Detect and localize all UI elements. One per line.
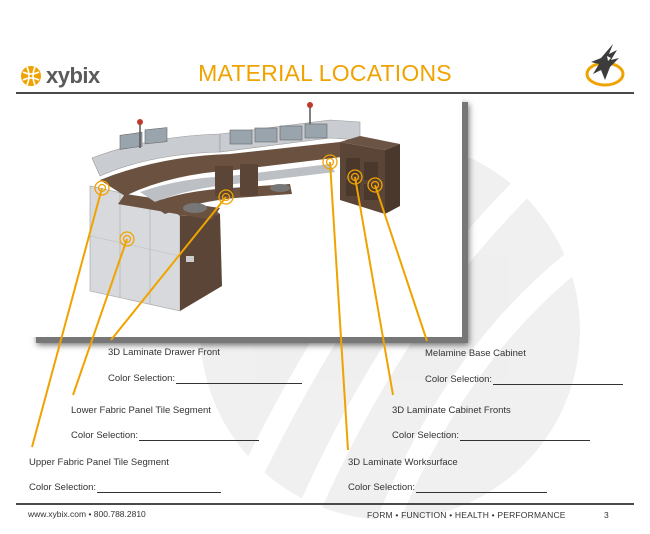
callout-worksurface-selection[interactable]: Color Selection: bbox=[348, 482, 548, 493]
callout-cabinet-fronts-label: 3D Laminate Cabinet Fronts bbox=[392, 405, 511, 416]
color-selection-blank[interactable] bbox=[139, 430, 260, 441]
color-selection-label: Color Selection: bbox=[348, 482, 416, 493]
logo-wordmark: xybix bbox=[46, 63, 100, 88]
footer-tagline: FORM • FUNCTION • HEALTH • PERFORMANCE bbox=[367, 510, 566, 520]
xybix-ball-icon bbox=[21, 66, 41, 86]
callout-drawer-front-selection[interactable]: Color Selection: bbox=[108, 373, 303, 384]
callout-lower-fabric-label: Lower Fabric Panel Tile Segment bbox=[71, 405, 211, 416]
console-illustration bbox=[89, 102, 400, 312]
page-title: MATERIAL LOCATIONS bbox=[198, 60, 452, 86]
callout-lower-fabric-selection[interactable]: Color Selection: bbox=[71, 430, 260, 441]
color-selection-blank[interactable] bbox=[493, 374, 624, 385]
callout-upper-fabric-label: Upper Fabric Panel Tile Segment bbox=[29, 457, 169, 468]
callout-melamine-cabinet-label: Melamine Base Cabinet bbox=[425, 348, 526, 359]
color-selection-label: Color Selection: bbox=[392, 430, 460, 441]
eagle-emblem-icon bbox=[585, 44, 625, 87]
footer-rule bbox=[16, 503, 634, 505]
callout-drawer-front-label: 3D Laminate Drawer Front bbox=[108, 347, 220, 358]
color-selection-blank[interactable] bbox=[416, 482, 548, 493]
color-selection-blank[interactable] bbox=[97, 482, 222, 493]
header-rule bbox=[16, 92, 634, 94]
color-selection-blank[interactable] bbox=[460, 430, 591, 441]
callout-melamine-cabinet-selection[interactable]: Color Selection: bbox=[425, 374, 624, 385]
color-selection-label: Color Selection: bbox=[29, 482, 97, 493]
page-number: 3 bbox=[604, 510, 609, 520]
color-selection-label: Color Selection: bbox=[71, 430, 139, 441]
color-selection-label: Color Selection: bbox=[108, 373, 176, 384]
footer-contact[interactable]: www.xybix.com • 800.788.2810 bbox=[28, 509, 146, 519]
color-selection-blank[interactable] bbox=[176, 373, 303, 384]
color-selection-label: Color Selection: bbox=[425, 374, 493, 385]
callout-upper-fabric-selection[interactable]: Color Selection: bbox=[29, 482, 222, 493]
callout-cabinet-fronts-selection[interactable]: Color Selection: bbox=[392, 430, 591, 441]
callout-worksurface-label: 3D Laminate Worksurface bbox=[348, 457, 458, 468]
console-photo bbox=[30, 96, 462, 337]
xybix-logo: xybix bbox=[20, 63, 100, 89]
